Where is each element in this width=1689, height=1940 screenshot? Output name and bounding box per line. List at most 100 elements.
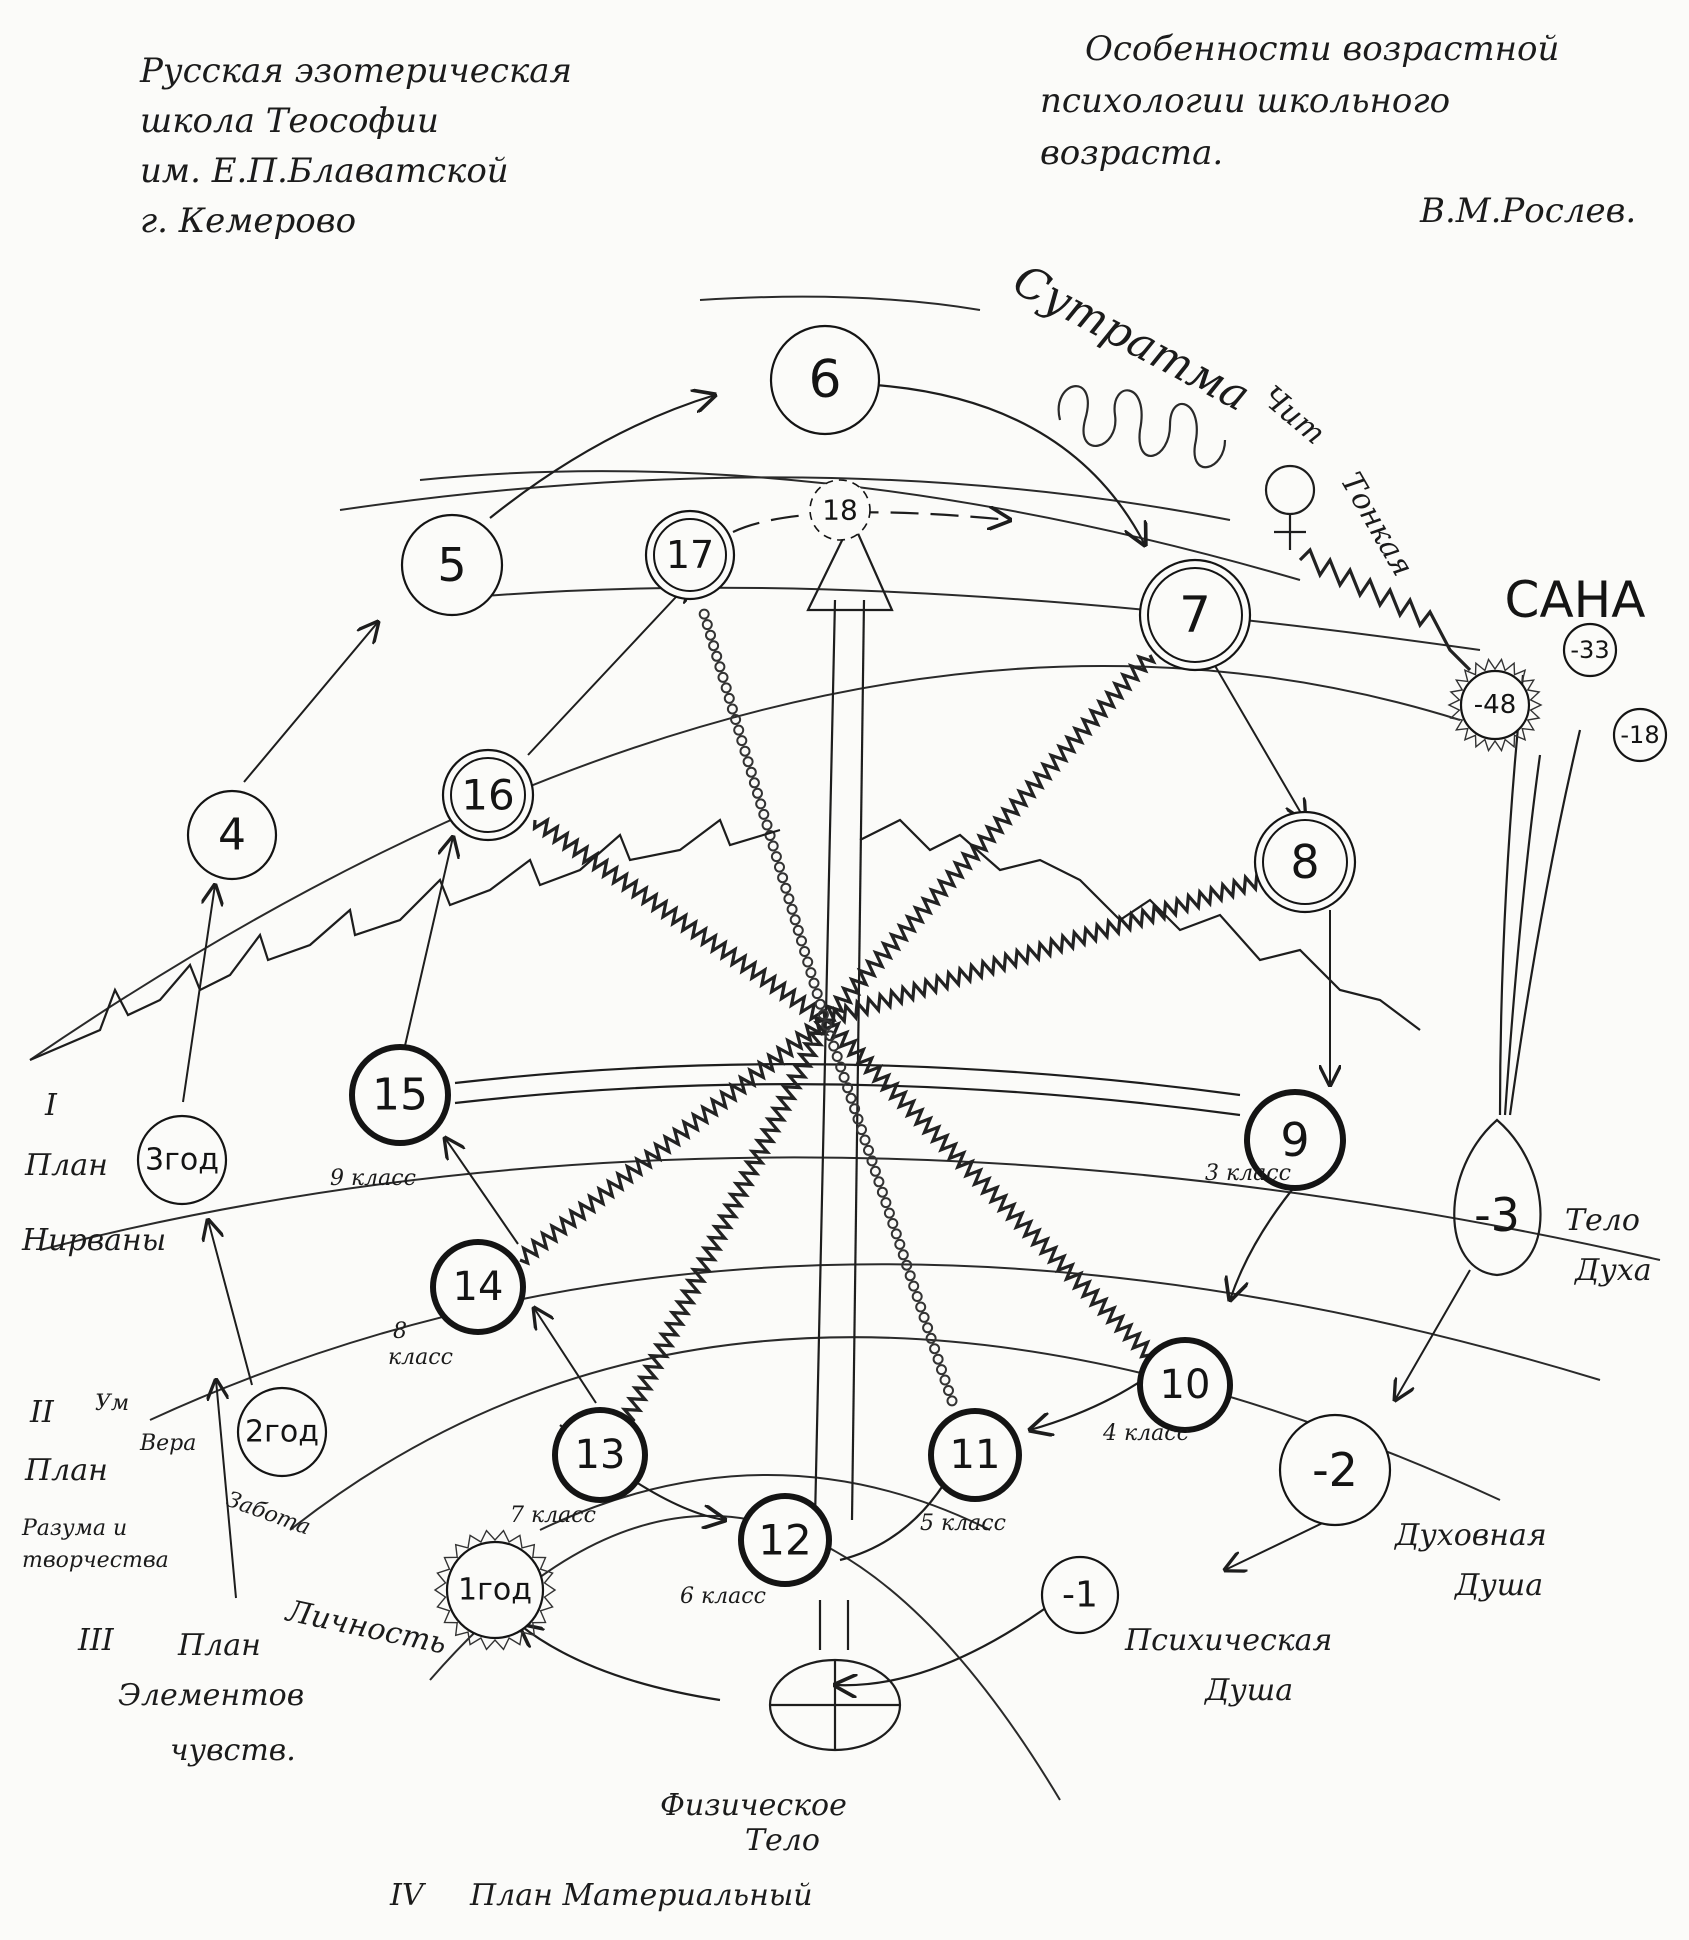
plan2-side-um: Ум [95,1391,129,1416]
psych-soul-label-b: Душа [1203,1673,1293,1708]
node-m33-label: -33 [1570,636,1609,664]
node-n12: 12 [741,1496,829,1584]
plan2-label-b: Разума и [21,1516,127,1541]
node-m2: -2 [1280,1415,1390,1525]
node-n8: 8 [1255,812,1355,912]
psych-soul-label-a: Психическая [1124,1623,1332,1658]
node-n3-label: 3год [145,1143,219,1178]
plan4-label: План Материальный [469,1878,813,1913]
plan2-number: II [29,1395,55,1430]
node-n15: 15 [352,1047,448,1143]
header-left-line1: Русская эзотерическая [139,51,572,91]
tonkaya-label: Тонкая [1333,467,1420,583]
class-label-4: 4 класс [1102,1421,1189,1446]
node-m2-label: -2 [1312,1443,1358,1497]
node-n18-label: 18 [822,494,858,527]
band-15-9 [455,1064,1240,1115]
physical-body-label-a: Физическое [660,1788,847,1823]
spoke-8 [825,874,1260,1025]
author: В.М.Рослев. [1419,191,1636,231]
plan2-side-zabota: Забота [223,1487,314,1540]
node-n1: 1год [435,1531,555,1650]
header-right-line2: психологии школьного [1040,81,1450,121]
node-n11: 11 [931,1411,1019,1499]
spirit-soul-label-a: Духовная [1393,1518,1547,1553]
node-n1-label: 1год [458,1573,532,1608]
node-n14: 14 [433,1242,523,1332]
plan3-number: III [77,1623,115,1658]
node-n5-label: 5 [437,538,466,592]
zigzag-spokes [520,655,1260,1421]
spoke-13 [624,1020,826,1421]
chain-17 [700,610,828,1020]
node-m18: -18 [1614,709,1666,761]
node-n10-label: 10 [1160,1362,1211,1408]
plan2-label-a: План [24,1453,108,1488]
sutratma-label: Сутратма [1005,255,1258,422]
node-n17-label: 17 [666,533,714,577]
node-n16-label: 16 [461,771,514,820]
spirit-soul-label-b: Душа [1453,1568,1543,1603]
node-minus3: -3 [1454,1120,1540,1275]
node-n6: 6 [771,326,879,434]
header-right: Особенности возрастной психологии школьн… [1040,29,1636,231]
sana-label: САНА [1505,571,1646,629]
class-label-9: 9 класс [330,1166,416,1191]
header-right-line1: Особенности возрастной [1085,29,1559,69]
class-label-7: 7 класс [510,1503,596,1528]
sutratma-coil [1059,386,1470,670]
node-n14-label: 14 [453,1264,504,1310]
node-n15-label: 15 [372,1070,428,1121]
header-right-line3: возраста. [1040,133,1223,173]
plan3-label-b: Элементов [118,1678,304,1713]
node-n17: 17 [646,511,734,599]
plan4-number: IV [389,1878,427,1913]
node-n9-label: 9 [1280,1113,1309,1167]
plan1-label-b: Нирваны [21,1223,166,1258]
spoke-7 [825,655,1153,1020]
plan3-label-a: План [177,1628,261,1663]
class-label-8b: класс [388,1345,453,1370]
header-left-line3: им. Е.П.Блаватской [140,151,509,191]
node-n18: 18 [810,480,870,540]
spoke-14 [520,1018,825,1263]
node-n16: 16 [443,750,533,840]
node-n8-label: 8 [1290,835,1319,889]
node-n5: 5 [402,515,502,615]
header-left: Русская эзотерическая школа Теософии им.… [139,51,572,241]
physical-body-label-b: Тело [745,1823,820,1858]
node-n3: 3год [138,1116,226,1204]
plan1-label-a: План [24,1148,108,1183]
node-m1: -1 [1042,1557,1118,1633]
node-minus3-label: -3 [1474,1188,1520,1242]
node-n7-label: 7 [1179,586,1211,644]
node-m1-label: -1 [1062,1575,1098,1616]
node-n7: 7 [1140,560,1250,670]
plan2-side-vera: Вера [139,1431,196,1456]
header-left-line4: г. Кемерово [140,201,356,241]
physical-body-node [770,1660,900,1750]
class-label-6: 6 класс [680,1584,766,1609]
plan3-label-c: чувств. [170,1733,296,1768]
node-n10: 10 [1140,1340,1230,1430]
class-label-5: 5 класс [920,1511,1006,1536]
node-m33: -33 [1564,624,1616,676]
chit-label: Чит [1255,379,1332,451]
plan1-number: I [44,1088,58,1123]
node-m48-label: -48 [1474,690,1516,720]
node-n13: 13 [555,1410,645,1500]
plan2-label-c: творчества [22,1548,169,1573]
node-n11-label: 11 [950,1432,1001,1478]
node-m18-label: -18 [1620,721,1659,749]
node-n4-label: 4 [218,810,246,861]
lichnost-label: Личность [281,1593,449,1661]
node-n6-label: 6 [808,350,841,410]
node-n12-label: 12 [758,1516,811,1565]
node-n4: 4 [188,791,276,879]
node-n2: 2год [238,1388,326,1476]
chain-11 [822,1021,956,1406]
node-n13-label: 13 [575,1432,626,1478]
header-left-line2: школа Теософии [140,101,439,141]
